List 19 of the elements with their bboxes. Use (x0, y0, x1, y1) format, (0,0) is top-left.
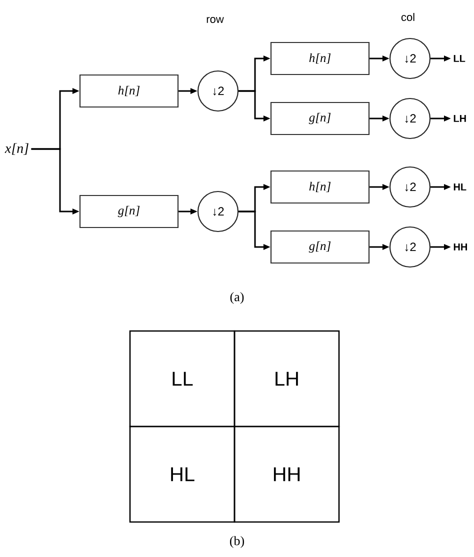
subband-cell: LH (234, 330, 340, 428)
output-label: LH (454, 115, 466, 122)
signal-label: x[n] (4, 143, 28, 155)
stage-label: row (206, 16, 224, 23)
panel-label: (a) (230, 292, 244, 304)
stage-label: col (401, 12, 414, 22)
filter-box: g[n] (79, 194, 179, 228)
output-label: HL (454, 184, 466, 190)
panel-label: (b) (230, 536, 244, 548)
filter-box: g[n] (270, 230, 370, 264)
subband-cell: HH (234, 426, 340, 523)
filter-box: h[n] (270, 170, 370, 204)
filter-box: h[n] (79, 74, 179, 108)
filter-box: h[n] (270, 42, 370, 76)
filter-box: g[n] (270, 102, 370, 136)
subband-cell: LL (129, 330, 236, 428)
output-label: HH (454, 244, 467, 250)
subband-cell: HL (129, 426, 236, 523)
output-label: LL (454, 55, 466, 62)
